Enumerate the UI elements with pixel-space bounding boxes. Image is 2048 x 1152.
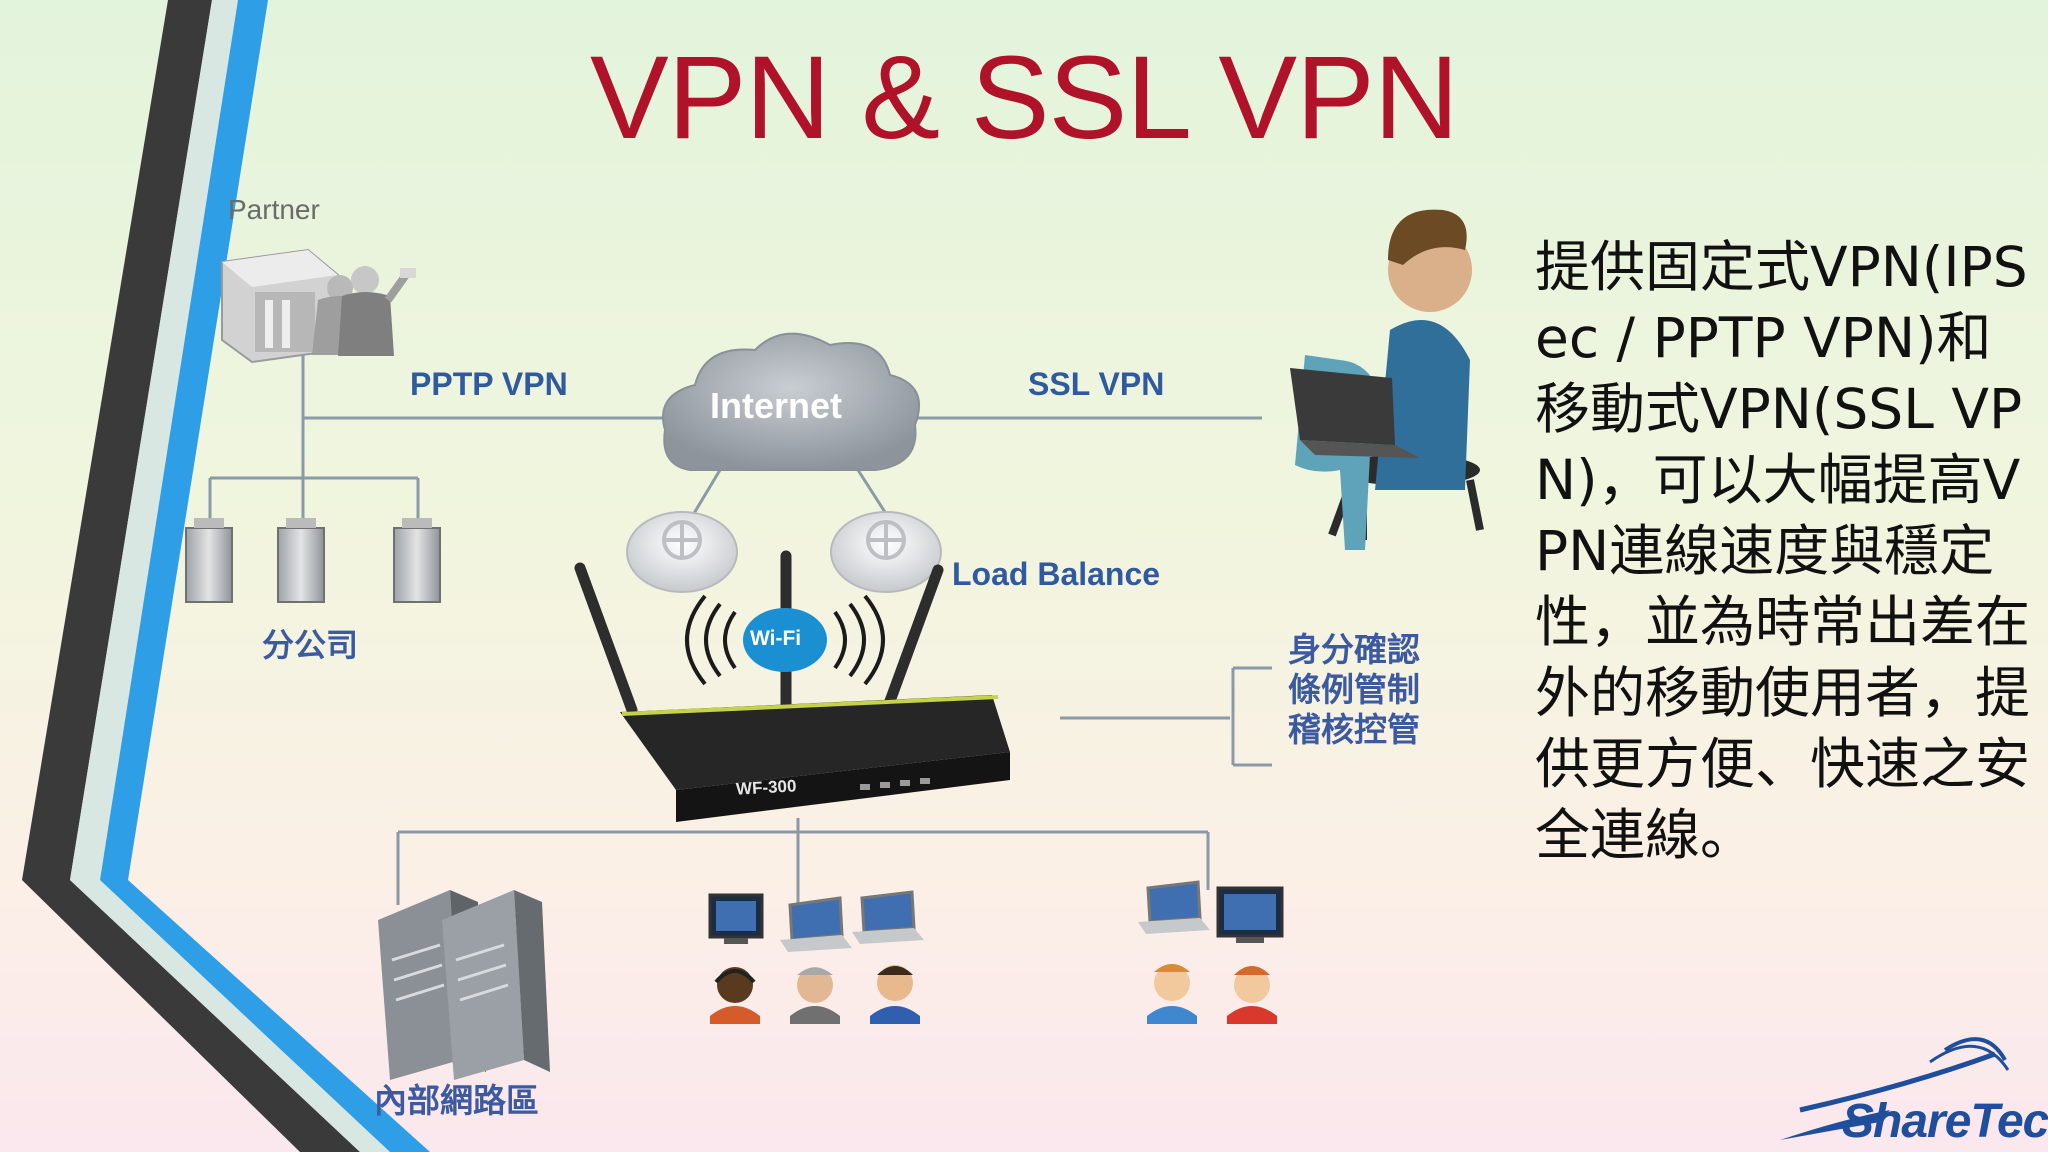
internet-label: Internet — [710, 385, 843, 426]
partner-label: Partner — [228, 194, 320, 225]
user-icon — [710, 964, 1277, 1024]
wifi-icon — [685, 594, 885, 686]
swoosh-logo-icon — [1780, 1037, 2010, 1140]
internal-network-label: 內部網路區 — [374, 1081, 539, 1120]
security-features-label: 身分確認 條例管制 稽核控管 — [1288, 630, 1420, 749]
server-rack-icon — [378, 890, 550, 1080]
laptop-user-icon — [1290, 209, 1484, 550]
slide-title: VPN & SSL VPN — [590, 32, 1459, 164]
branch-office-label: 分公司 — [262, 626, 359, 664]
ssl-vpn-label: SSL VPN — [1028, 366, 1165, 402]
load-balancer-icon — [626, 511, 942, 593]
wifi-label: Wi-Fi — [750, 627, 802, 650]
internet-cloud-icon — [662, 332, 920, 471]
sharetech-logo: ShareTech — [1842, 1095, 2048, 1148]
computer-icon — [708, 880, 1284, 952]
router-icon — [574, 550, 1010, 822]
pptp-vpn-label: PPTP VPN — [410, 366, 568, 402]
load-balance-label: Load Balance — [952, 556, 1161, 592]
branch-server-icon — [185, 518, 441, 603]
partner-building-icon — [221, 248, 416, 364]
device-model-label: WF-300 — [735, 776, 797, 799]
description-text: 提供固定式VPN(IPSec / PPTP VPN)和移動式VPN(SSL VP… — [1535, 235, 2031, 867]
